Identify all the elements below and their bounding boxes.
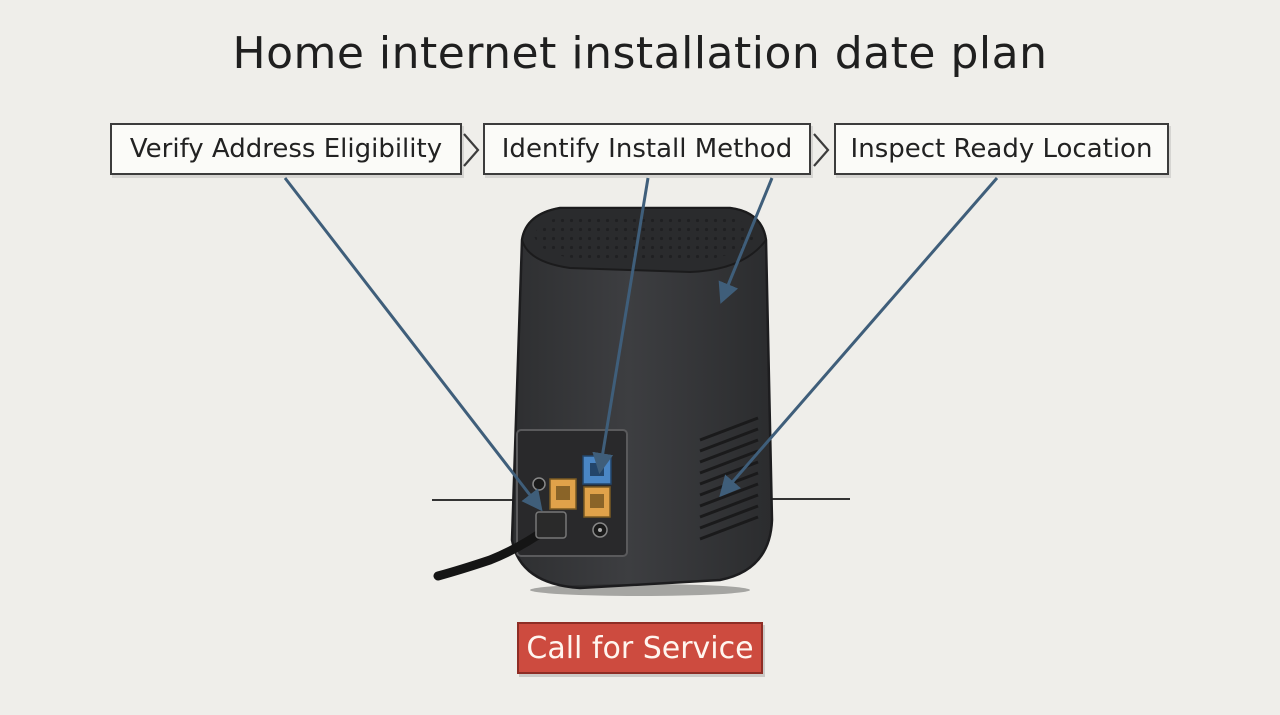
page-title: Home internet installation date plan [232,28,1048,79]
lan-port [532,477,546,491]
step-identify-method: Identify Install Method [483,123,811,175]
step-inspect-location: Inspect Ready Location [834,123,1169,175]
arrow-to-device-body [718,177,774,304]
step-verify-address: Verify Address Eligibility [110,123,462,175]
arrow-to-lan-port [283,177,543,512]
power-cable [433,511,567,581]
chevron-right-icon [463,133,480,167]
chevron-right-icon [813,133,830,167]
arrow-to-side-vent [719,177,999,498]
arrow-to-wan-port [592,177,650,475]
pointer-arrows [283,177,999,512]
call-for-service-button[interactable]: Call for Service [517,622,763,674]
